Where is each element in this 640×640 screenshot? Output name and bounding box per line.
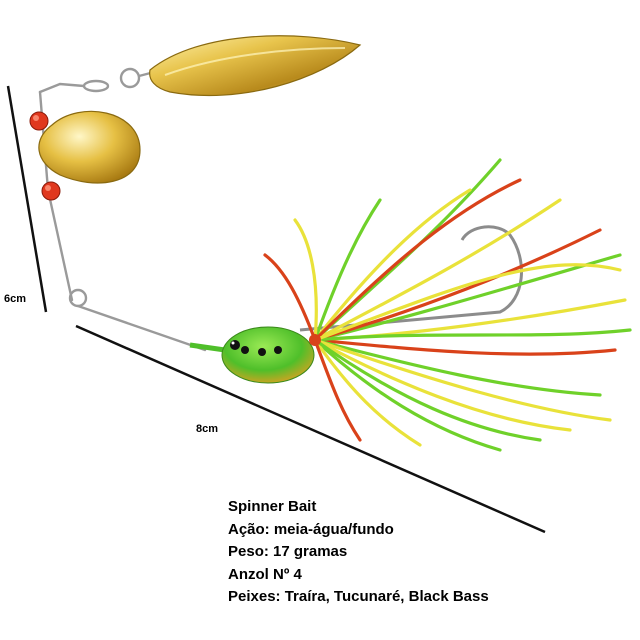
height-dimension-line	[6, 85, 48, 313]
width-dimension-label: 8cm	[196, 423, 219, 435]
red-bead-bottom	[41, 181, 61, 201]
red-bead-top	[29, 111, 49, 131]
hook	[299, 225, 523, 332]
product-name: Spinner Bait	[228, 498, 317, 515]
product-action: Ação: meia-água/fundo	[228, 520, 394, 538]
wire-arm	[38, 67, 207, 352]
jig-head	[189, 326, 321, 384]
colorado-blade	[38, 110, 141, 184]
product-target-fish: Peixes: Traíra, Tucunaré, Black Bass	[228, 588, 489, 605]
silicone-skirt	[263, 158, 632, 452]
product-info: Spinner Bait Ação: meia-água/fundo Peso:…	[228, 496, 628, 609]
product-hook-size: Anzol Nº 4	[228, 565, 302, 583]
product-weight: Peso: 17 gramas	[228, 543, 348, 560]
height-dimension-label: 6cm	[4, 293, 27, 305]
width-dimension-line	[75, 324, 546, 534]
willow-blade	[149, 35, 362, 97]
